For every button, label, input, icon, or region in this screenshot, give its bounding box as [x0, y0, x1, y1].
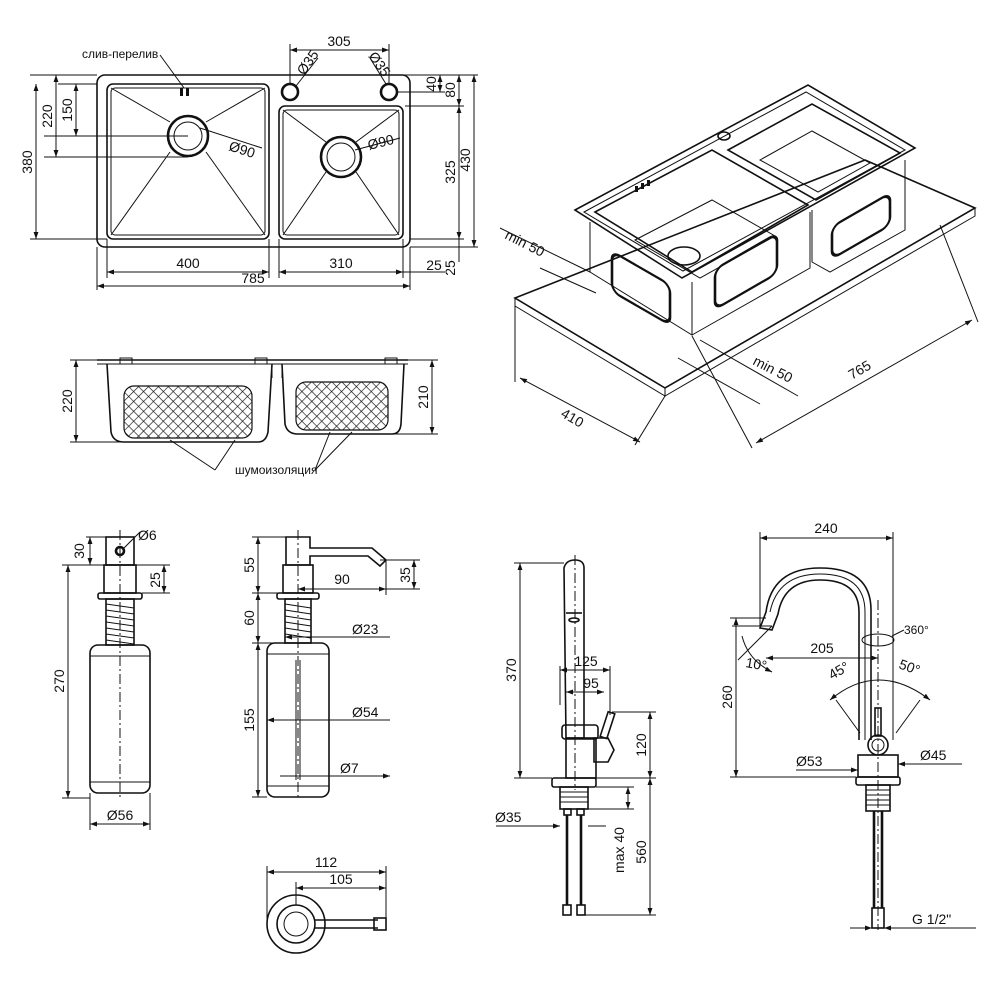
dim-iso-min50-left: min 50: [503, 226, 548, 259]
faucet-arc-spout: [758, 567, 872, 740]
dim-arc-50deg: 50°: [897, 656, 922, 678]
dim-faucet-560: 560: [633, 840, 649, 864]
faucet-arc-view: 240 360° 205 10° 45° 50° 260 Ø53 Ø45 G 1…: [719, 520, 976, 931]
left-bowl-section: [106, 363, 273, 443]
dim-150: 150: [59, 98, 75, 122]
dim-faucet-d35: Ø35: [495, 809, 522, 825]
dim-305: 305: [327, 33, 351, 49]
dim-disp-90: 90: [334, 571, 350, 587]
dim-310: 310: [329, 255, 353, 271]
dim-faucet-125: 125: [574, 653, 598, 669]
dim-disp-d23: Ø23: [352, 621, 379, 637]
faucet-lever: [599, 710, 616, 740]
left-bowl: [106, 83, 270, 240]
dim-785: 785: [241, 270, 265, 286]
dim-25-bottom: 25: [426, 257, 442, 273]
dim-arc-360: 360°: [904, 623, 929, 637]
faucet-hoses: [565, 815, 583, 905]
insulation-pad-left: [123, 385, 253, 439]
dim-disp-d6: Ø6: [138, 527, 157, 543]
dim-disp-112: 112: [315, 854, 338, 870]
tap-hole-left: [280, 82, 300, 102]
dim-disp-d54: Ø54: [352, 704, 379, 720]
dim-arc-d45: Ø45: [920, 747, 947, 763]
dim-d90-right: Ø90: [366, 131, 396, 153]
sink-isometric-view: 410 765 min 50 min 50: [499, 84, 979, 449]
dim-side-210: 210: [415, 385, 431, 409]
insulation-label: шумоизоляция: [235, 463, 317, 477]
sink-side-view: шумоизоляция 220 210: [59, 357, 438, 477]
sink-top-view: слив-перелив 305 Ø35 Ø35 40 80 325 430 1…: [19, 33, 478, 290]
dim-disp-155: 155: [241, 708, 257, 732]
dim-25-side: 25: [442, 260, 458, 276]
dim-arc-205: 205: [810, 640, 834, 656]
dim-arc-45deg: 45°: [826, 658, 852, 682]
faucet-straight-view: 370 125 95 120 Ø35 max 40 560: [495, 555, 656, 916]
dim-arc-10deg: 10°: [744, 654, 768, 673]
dim-380: 380: [19, 150, 35, 174]
dim-d35-left: Ø35: [293, 47, 321, 78]
dim-40: 40: [423, 76, 439, 92]
dim-iso-min50-right: min 50: [751, 352, 796, 385]
dim-disp-d56: Ø56: [107, 807, 134, 823]
dim-disp-d7: Ø7: [340, 760, 359, 776]
dim-side-220: 220: [59, 389, 75, 413]
dim-disp-30: 30: [71, 543, 87, 559]
dim-disp-25: 25: [147, 572, 163, 588]
right-drain: [319, 135, 363, 179]
dispenser-front-view: Ø6 30 25 270 Ø56: [51, 527, 170, 830]
dim-disp-55: 55: [241, 557, 257, 573]
dispenser-side-view: 55 60 155 90 35 Ø23 Ø54 Ø7: [241, 530, 420, 800]
dim-arc-240: 240: [814, 520, 838, 536]
dim-400: 400: [176, 255, 200, 271]
dim-faucet-max40: max 40: [611, 827, 627, 873]
dim-disp-60: 60: [241, 610, 257, 626]
dim-arc-260: 260: [719, 685, 735, 709]
dim-faucet-95: 95: [583, 675, 599, 691]
dim-iso-410: 410: [558, 405, 586, 431]
sink-rim: [573, 84, 917, 279]
countertop: [513, 159, 977, 389]
dim-arc-thread: G 1/2": [912, 911, 951, 927]
insulation-pad-right: [295, 381, 389, 431]
right-bowl: [278, 105, 404, 240]
sink-outline: [96, 74, 411, 248]
tap-hole-right: [379, 82, 399, 102]
dim-disp-270: 270: [51, 669, 67, 693]
dispenser-spout: [285, 536, 388, 568]
dim-faucet-370: 370: [503, 658, 519, 682]
dim-faucet-120: 120: [633, 733, 649, 757]
dim-80: 80: [442, 82, 458, 98]
dim-disp-105: 105: [329, 871, 353, 887]
overflow-label: слив-перелив: [82, 47, 158, 61]
dim-d90-left: Ø90: [227, 138, 257, 161]
faucet-body: [563, 559, 585, 739]
dim-325: 325: [442, 160, 458, 184]
dim-arc-d53: Ø53: [796, 753, 823, 769]
dim-430: 430: [457, 148, 473, 172]
dim-disp-35: 35: [397, 567, 413, 583]
dispenser-top-view: 112 105: [266, 854, 387, 954]
dim-220: 220: [39, 104, 55, 128]
